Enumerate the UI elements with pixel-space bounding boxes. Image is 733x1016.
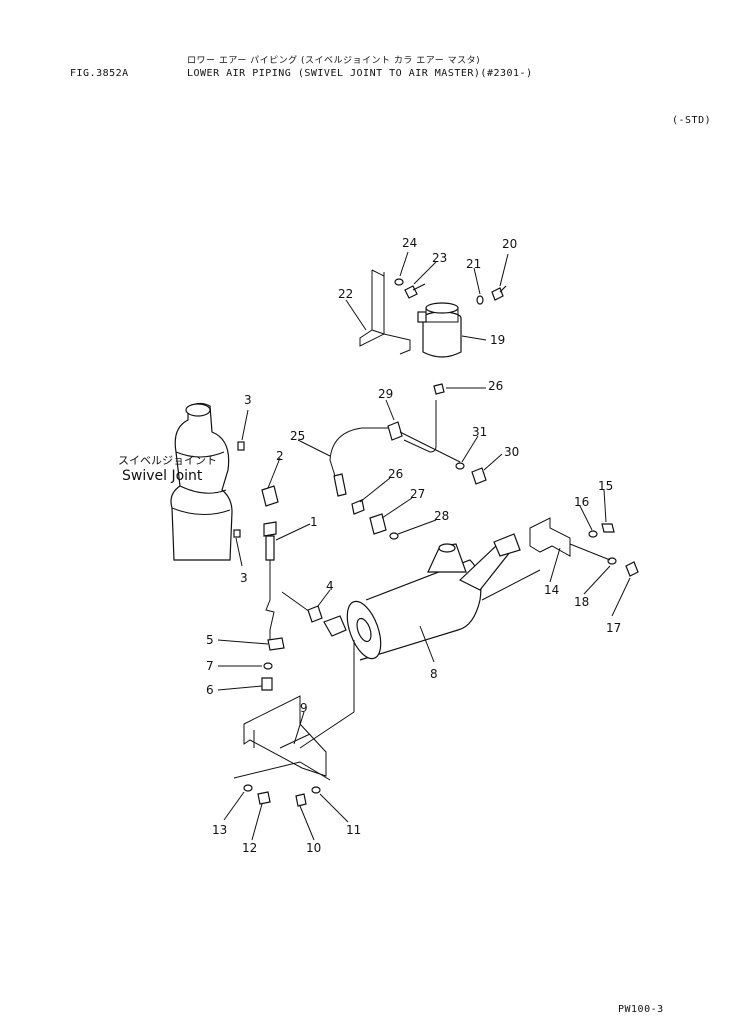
part-number-25: 25 xyxy=(290,429,305,443)
part-number-2: 2 xyxy=(276,449,284,463)
bracket-14 xyxy=(529,517,571,557)
pipe-26-upper xyxy=(403,383,445,453)
part-number-31: 31 xyxy=(472,425,487,439)
title-japanese: ロワー エアー パイピング (スイベルジョイント カラ エアー マスタ) xyxy=(187,56,481,66)
swivel-label-en: Swivel Joint xyxy=(122,468,203,484)
bolt-6 xyxy=(261,677,273,691)
hose-1 xyxy=(263,521,277,561)
washer-31 xyxy=(455,462,465,470)
air-reservoir-bracket-group xyxy=(359,269,507,358)
washer-11 xyxy=(311,786,321,794)
connector-29 xyxy=(387,421,403,441)
washer-13 xyxy=(243,784,253,792)
part-number-9: 9 xyxy=(300,701,308,715)
washer-21 xyxy=(476,295,484,305)
nut-10 xyxy=(295,793,307,807)
part-number-6: 6 xyxy=(206,683,214,697)
part-number-3-upper: 3 xyxy=(244,393,252,407)
nut-15 xyxy=(601,523,615,533)
clamp-5 xyxy=(267,637,285,651)
swivel-joint-body xyxy=(170,402,233,561)
bracket-22-inner xyxy=(371,269,385,335)
elbow-4 xyxy=(307,605,347,637)
part-number-19: 19 xyxy=(490,333,505,347)
swivel-joint xyxy=(170,402,245,561)
bolt-23 xyxy=(404,283,426,299)
part-number-10: 10 xyxy=(306,841,321,855)
hose-25-end xyxy=(333,473,347,497)
part-number-20: 20 xyxy=(502,237,517,251)
leader-lines xyxy=(217,251,631,841)
washer-18 xyxy=(607,557,617,565)
hose-25 xyxy=(329,427,388,493)
part-number-26-upper: 26 xyxy=(488,379,503,393)
part-number-8: 8 xyxy=(430,667,438,681)
part-number-24: 24 xyxy=(402,236,417,250)
part-number-15: 15 xyxy=(598,479,613,493)
pipe-1-line xyxy=(265,560,275,650)
bolt-20 xyxy=(491,285,507,301)
part-number-7: 7 xyxy=(206,659,214,673)
washer-24 xyxy=(394,278,404,286)
title-english: LOWER AIR PIPING (SWIVEL JOINT TO AIR MA… xyxy=(187,68,533,79)
part-number-17: 17 xyxy=(606,621,621,635)
part-number-30: 30 xyxy=(504,445,519,459)
page-code: PW100-3 xyxy=(618,1004,664,1015)
fitting-26-lower xyxy=(351,499,365,515)
part-number-14: 14 xyxy=(544,583,559,597)
part-number-5: 5 xyxy=(206,633,214,647)
reservoir-19 xyxy=(417,302,462,358)
bolt-30 xyxy=(471,467,487,485)
part-number-4: 4 xyxy=(326,579,334,593)
part-number-1: 1 xyxy=(310,515,318,529)
fitting-3-lower xyxy=(233,529,241,538)
part-number-23: 23 xyxy=(432,251,447,265)
pipe-29-31 xyxy=(399,431,461,463)
part-number-29: 29 xyxy=(378,387,393,401)
washer-7 xyxy=(263,662,273,670)
part-numbers: 24 23 21 20 22 19 26 29 25 31 30 26 27 2… xyxy=(206,236,621,855)
part-number-11: 11 xyxy=(346,823,361,837)
fitting-27 xyxy=(369,513,387,535)
part-number-16: 16 xyxy=(574,495,589,509)
part-number-18: 18 xyxy=(574,595,589,609)
part-number-12: 12 xyxy=(242,841,257,855)
part-number-21: 21 xyxy=(466,257,481,271)
part-number-28: 28 xyxy=(434,509,449,523)
washer-16 xyxy=(588,530,598,538)
part-number-13: 13 xyxy=(212,823,227,837)
swivel-label-jp: スイベルジョイント xyxy=(118,454,217,467)
elbow-2 xyxy=(261,485,279,507)
fitting-3-upper xyxy=(237,441,245,451)
part-number-27: 27 xyxy=(410,487,425,501)
bracket-22 xyxy=(359,270,411,355)
bolt-12 xyxy=(257,791,271,805)
air-master-8 xyxy=(346,533,541,661)
variant-label: (-STD) xyxy=(672,115,712,126)
part-number-3-lower: 3 xyxy=(240,571,248,585)
figure-number: FIG.3852A xyxy=(70,68,129,79)
bolt-17 xyxy=(625,561,639,577)
washer-28 xyxy=(389,532,399,540)
pipe-to-bracket-9 xyxy=(299,640,355,749)
part-number-26-lower: 26 xyxy=(388,467,403,481)
part-number-22: 22 xyxy=(338,287,353,301)
